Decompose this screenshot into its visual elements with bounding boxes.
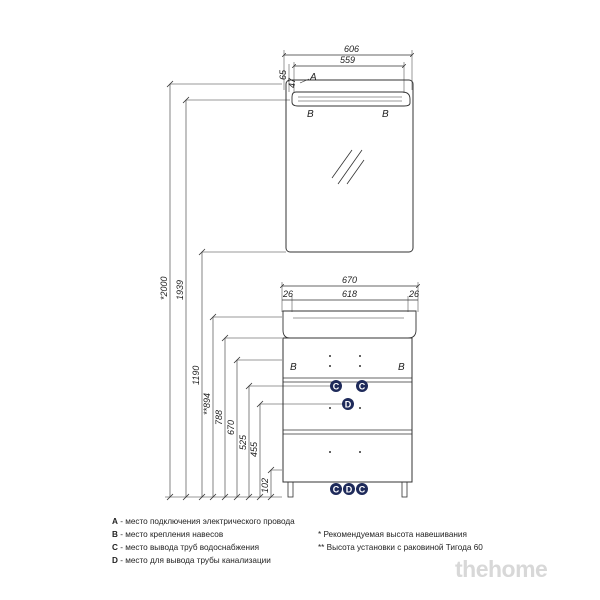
legend-item-a: A - место подключения электрического про… — [112, 517, 295, 526]
legend-markers: A - место подключения электрического про… — [112, 515, 295, 567]
mirror — [285, 79, 414, 253]
dim-mirror-top-offset-1: 65 — [278, 69, 288, 80]
marker-d-upper: D — [345, 400, 352, 410]
marker-b-mirror-right: B — [382, 109, 389, 120]
note-recommended-height: * Рекомендуемая высота навешивания — [318, 530, 467, 539]
mirror-light-bar — [291, 91, 411, 107]
dim-height-mirror-bottom: 1190 — [191, 366, 201, 385]
dim-mirror-inner-width: 559 — [340, 55, 355, 65]
marker-c-lower-left: C — [333, 485, 340, 495]
leg-left — [287, 481, 294, 498]
marker-c-upper-left: C — [333, 382, 340, 392]
marker-b-cabinet-left: B — [290, 362, 297, 373]
cabinet-body — [282, 337, 413, 483]
dim-cabinet-side-left: 26 — [282, 289, 293, 299]
dim-cabinet-side-right: 26 — [408, 289, 419, 299]
dim-mirror-top-offset-2: 47 — [287, 77, 297, 88]
marker-a-label: A — [309, 72, 317, 83]
marker-d-lower: D — [346, 485, 353, 495]
watermark-logo: thehome — [455, 556, 548, 582]
dim-height-total: *2000 — [159, 276, 169, 300]
dim-cabinet-width: 670 — [342, 275, 357, 285]
legend-item-b: B - место крепления навесов — [112, 530, 224, 539]
dim-height-washbasin: **894 — [202, 393, 212, 415]
cabinet — [282, 310, 417, 498]
dim-height-lower: 455 — [249, 441, 259, 457]
dim-height-upper-drawer: 670 — [226, 420, 236, 435]
pipe-markers: C C D C D C — [330, 380, 368, 495]
leg-right — [401, 481, 408, 498]
height-dims — [165, 83, 342, 498]
dim-mirror-outer-width: 606 — [344, 44, 359, 54]
note-install-height: ** Высота установки с раковиной Тигода 6… — [318, 543, 483, 552]
dim-cabinet-inner-width: 618 — [342, 289, 357, 299]
marker-b-cabinet-right: B — [398, 362, 405, 373]
height-dim-ticks — [166, 80, 275, 501]
legend-notes: * Рекомендуемая высота навешивания ** Вы… — [318, 528, 483, 554]
dim-height-mirror-mount: 1939 — [175, 280, 185, 300]
legend-item-c: C - место вывода труб водоснабжения — [112, 543, 260, 552]
dim-height-top-panel: 788 — [214, 410, 224, 425]
cabinet-width-dims: 670 26 618 26 — [282, 275, 419, 312]
washbasin — [282, 310, 417, 339]
dim-height-legs: 102 — [260, 478, 270, 493]
marker-b-mirror-left: B — [307, 109, 314, 120]
mirror-width-dims: 606 559 65 47 A — [278, 44, 412, 93]
dim-height-mid: 525 — [238, 434, 248, 450]
mirror-glare — [331, 149, 365, 185]
marker-c-upper-right: C — [359, 382, 366, 392]
marker-c-lower-right: C — [359, 485, 366, 495]
legend-item-d: D - место для вывода трубы канализации — [112, 556, 271, 565]
